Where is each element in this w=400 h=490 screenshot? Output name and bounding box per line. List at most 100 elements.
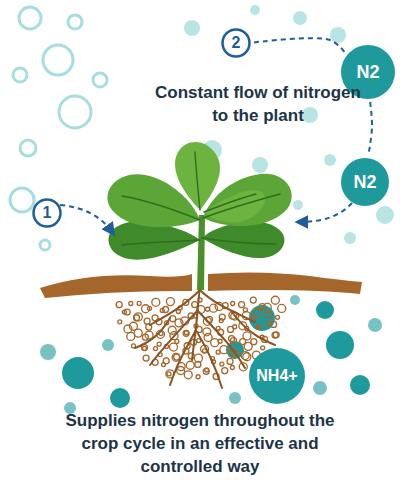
- bubble: [350, 375, 370, 395]
- molecule-circle: NH4+: [249, 348, 305, 404]
- soil-dot: [230, 365, 234, 369]
- circle-shape: [341, 158, 389, 206]
- soil-dot: [134, 315, 140, 321]
- soil-dot: [230, 338, 236, 344]
- soil-dot: [195, 361, 201, 367]
- soil-dot: [220, 346, 228, 354]
- soil-dot: [192, 302, 198, 308]
- bubble: [13, 68, 27, 82]
- bubble: [43, 45, 73, 75]
- bubble: [293, 200, 303, 210]
- bubble: [368, 318, 382, 332]
- soil-dot: [166, 298, 174, 306]
- soil-dot: [172, 353, 180, 361]
- soil-dot: [218, 339, 222, 343]
- callout-number: 2: [232, 35, 241, 51]
- soil-dot: [127, 332, 135, 340]
- soil-dot: [122, 310, 126, 314]
- soil-dot: [142, 346, 146, 350]
- soil-dot: [250, 297, 256, 303]
- bubble: [59, 96, 91, 128]
- soil-dot: [261, 346, 265, 350]
- soil-dot: [243, 353, 251, 361]
- soil-dot: [186, 361, 194, 369]
- soil-dot: [177, 367, 185, 375]
- soil-dot: [203, 368, 209, 374]
- molecule-circle: N2: [341, 158, 389, 206]
- bubble: [10, 188, 34, 212]
- soil-dot: [216, 350, 220, 354]
- soil-dot: [271, 321, 277, 327]
- soil-dot: [196, 375, 200, 379]
- soil-dot: [157, 342, 161, 346]
- bubble: [316, 301, 334, 319]
- bubble: [20, 140, 36, 156]
- soil-dot: [220, 362, 224, 366]
- callout-circle: 1: [32, 198, 62, 228]
- soil-dot: [266, 321, 270, 325]
- plant-stem: [197, 215, 205, 290]
- soil-dot: [271, 296, 279, 304]
- bubbles: [10, 5, 394, 414]
- bubble: [293, 11, 307, 25]
- dashed-arrow: [300, 203, 352, 222]
- soil-dot: [203, 328, 211, 336]
- molecule-formula: N2: [353, 173, 376, 191]
- bubble: [376, 206, 394, 224]
- soil-dot: [278, 304, 286, 312]
- soil-band: [40, 274, 192, 298]
- callout-number: 1: [43, 205, 52, 221]
- soil-dot: [175, 319, 183, 327]
- callout-circle: 2: [221, 28, 251, 58]
- bubble: [40, 240, 50, 250]
- soil-dot: [239, 302, 245, 308]
- soil-dot: [222, 368, 228, 374]
- soil-dot: [219, 319, 223, 323]
- soil-dot: [276, 315, 280, 319]
- soil-dot: [231, 302, 235, 306]
- bubble: [184, 20, 200, 36]
- dashed-connector: [254, 38, 345, 53]
- soil-dot: [183, 330, 189, 336]
- soil-band: [208, 272, 362, 294]
- bubble: [229, 392, 241, 404]
- soil-dot: [273, 332, 279, 338]
- soil-dot: [152, 298, 160, 306]
- soil-dot: [254, 309, 262, 317]
- soil-dot: [168, 326, 176, 334]
- soil-dot: [211, 339, 219, 347]
- bubble: [344, 232, 356, 244]
- soil-dot: [251, 339, 257, 345]
- dashed-connector: [368, 102, 372, 155]
- plant-leaves: [107, 142, 291, 260]
- soil-dot: [142, 305, 150, 313]
- circle-shape: [223, 30, 250, 57]
- soil-dot: [263, 303, 271, 311]
- dashed-arrow: [60, 205, 112, 232]
- soil-dot: [160, 308, 164, 312]
- bubble: [324, 154, 336, 166]
- bubble: [110, 388, 130, 408]
- molecule-formula: N2: [356, 63, 379, 81]
- soil-dot: [210, 304, 218, 312]
- bubble: [252, 157, 268, 173]
- soil-dot: [144, 318, 150, 324]
- caption-text: Supplies nitrogen throughout the crop cy…: [52, 409, 348, 478]
- bubble: [62, 357, 94, 389]
- circle-shape: [249, 348, 305, 404]
- bubble: [326, 331, 354, 359]
- bubble: [302, 107, 318, 123]
- bubble: [40, 344, 56, 360]
- bubble: [250, 5, 260, 15]
- soil-dot: [124, 325, 132, 333]
- soil-dot: [118, 320, 122, 324]
- bubble: [19, 7, 41, 29]
- bubble: [102, 339, 114, 351]
- caption-text: Constant flow of nitrogen to the plant: [150, 81, 366, 127]
- soil-dot: [134, 313, 142, 321]
- soil-dot: [167, 372, 171, 376]
- soil-dot: [233, 325, 237, 329]
- soil-dot: [169, 343, 177, 351]
- bubble: [68, 15, 82, 29]
